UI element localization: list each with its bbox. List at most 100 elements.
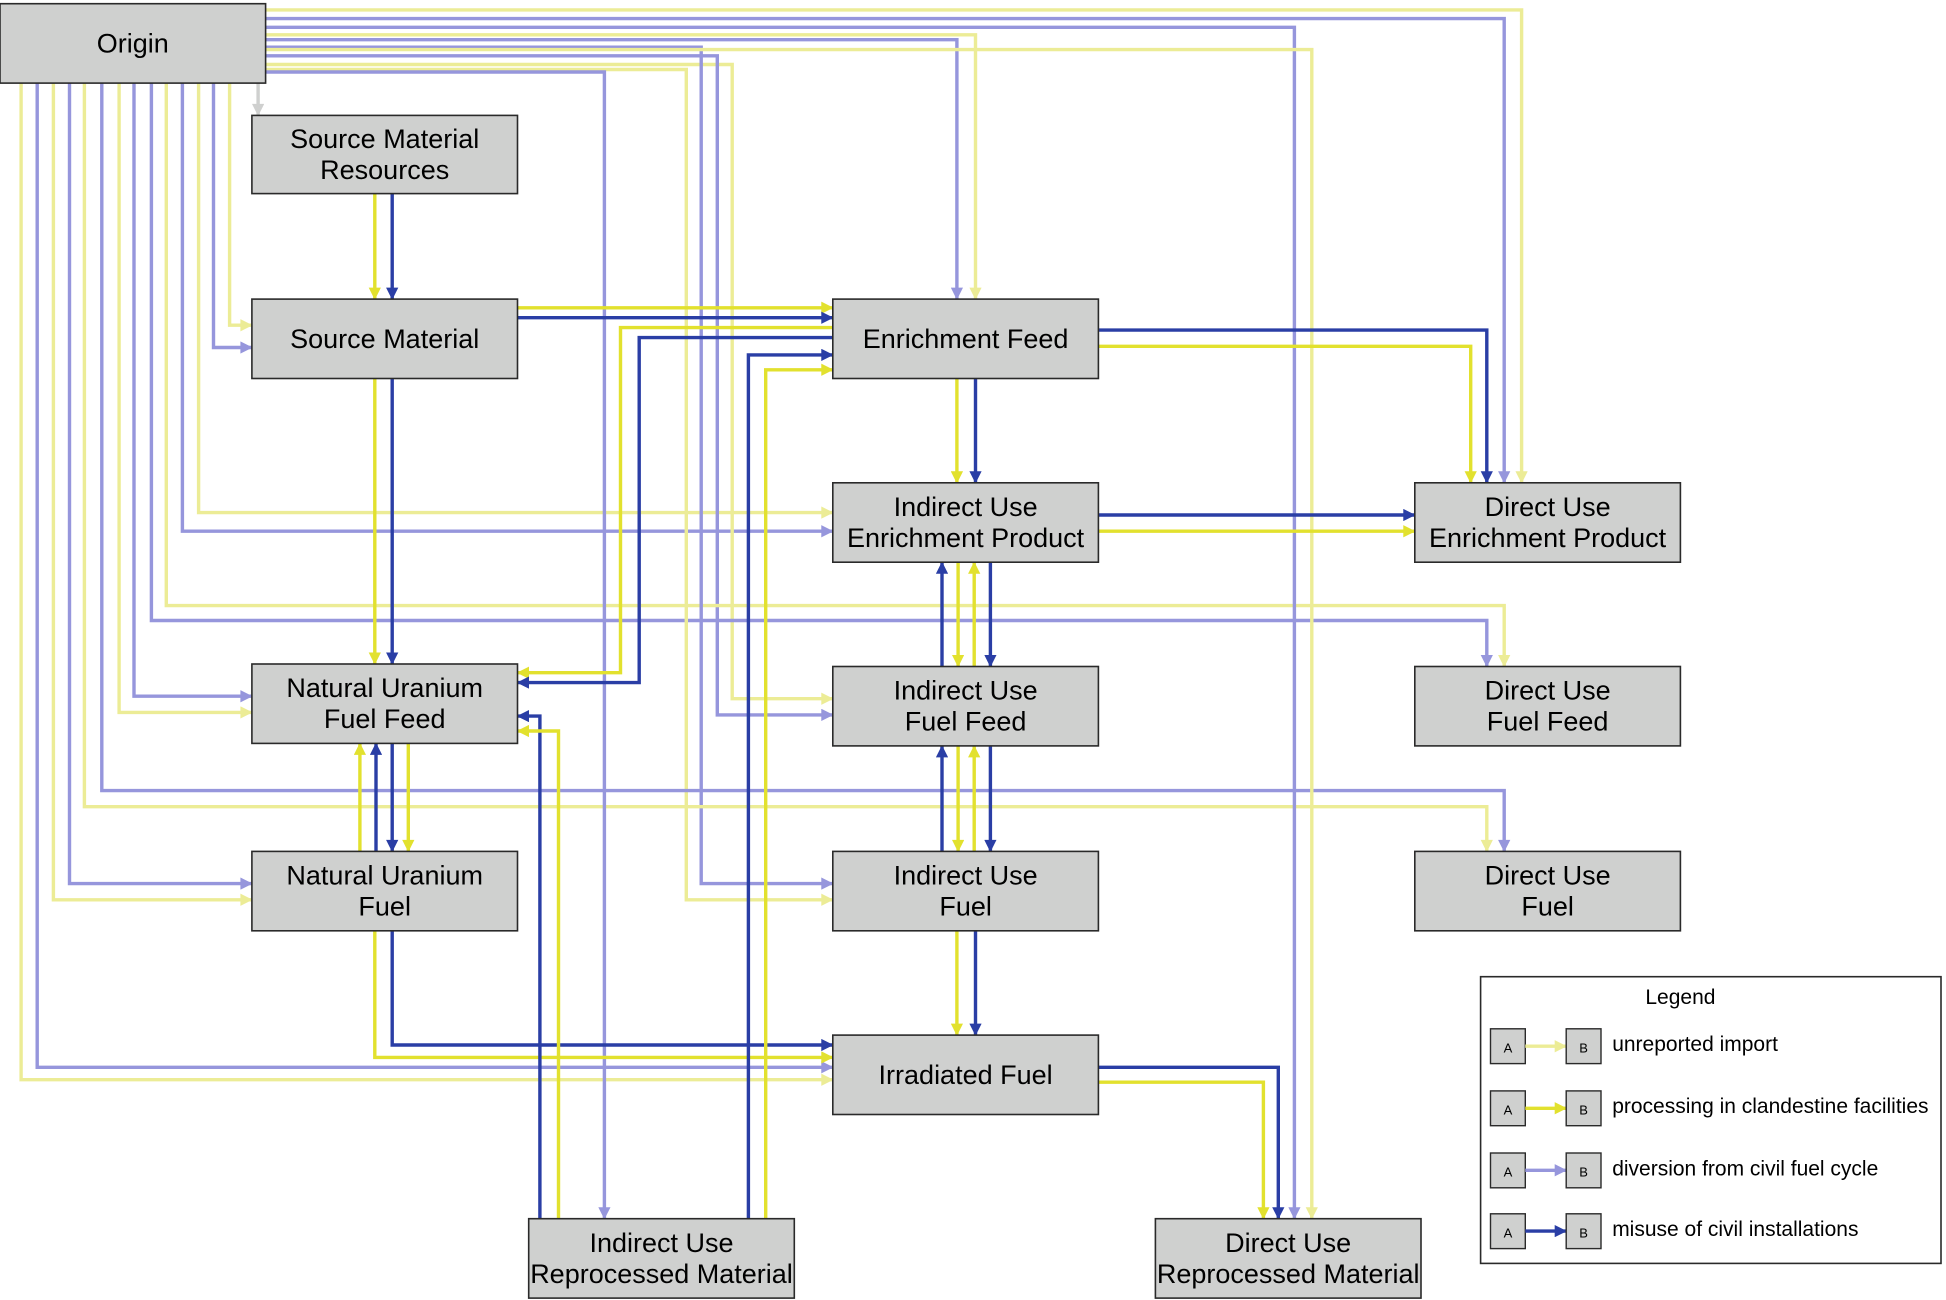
edge-ef-to-duep-civil-misuse (1098, 328, 1493, 484)
node-box (251, 298, 519, 380)
node-label: Origin (97, 28, 169, 58)
node-box (1414, 850, 1682, 932)
edge-origin-to-duff-civil-diversion (149, 83, 1493, 668)
node-label: Direct Use (1225, 1228, 1351, 1258)
node-box (1154, 1217, 1422, 1299)
legend-item-label: processing in clandestine facilities (1612, 1095, 1928, 1118)
node-label: Resources (320, 155, 449, 185)
legend-title: Legend (1645, 986, 1715, 1009)
edge-origin-to-iuep-civil-diversion (180, 83, 834, 538)
node-box (527, 1217, 796, 1299)
edge-origin-to-duf-unreported-import (82, 83, 1493, 853)
legend-box-b-label: B (1579, 1103, 1588, 1118)
node-label: Source Material (290, 324, 479, 354)
node-box (251, 663, 519, 745)
edge-origin-to-iuff-unreported-import (265, 62, 834, 705)
node-label: Irradiated Fuel (879, 1060, 1053, 1090)
node-label: Reprocessed Material (1157, 1259, 1420, 1289)
node-box (831, 1034, 1100, 1116)
node-label: Source Material (290, 124, 479, 154)
node-box (831, 850, 1100, 932)
node-label: Direct Use (1485, 861, 1611, 891)
legend-frame (1479, 975, 1942, 1265)
node-label: Indirect Use (894, 861, 1038, 891)
node-label: Enrichment Product (847, 523, 1085, 553)
edge-origin-to-ef-civil-diversion (265, 38, 964, 300)
node-ef: Enrichment Feed (831, 298, 1100, 380)
node-box (831, 481, 1100, 563)
edge-origin-to-sm-unreported-import (227, 83, 253, 332)
edge-origin-to-nuf-unreported-import (51, 83, 253, 906)
edge-nuff-to-nuf-civil-misuse (390, 930, 834, 1052)
legend-box-a-label: A (1504, 1165, 1513, 1180)
edge-origin-to-iuff-civil-diversion (265, 54, 834, 722)
edge-origin-to-nuff-civil-diversion (132, 83, 253, 703)
edge-iurm-to-ef-clandestine-processing (764, 363, 834, 1219)
legend-box-b (1565, 1213, 1602, 1250)
legend-box-b (1565, 1090, 1602, 1127)
node-label: Indirect Use (589, 1228, 733, 1258)
node-label: Reprocessed Material (530, 1259, 793, 1289)
node-box (1414, 481, 1682, 563)
node-label: Fuel Feed (1487, 707, 1609, 737)
legend-item-label: diversion from civil fuel cycle (1612, 1157, 1878, 1180)
node-box (831, 665, 1100, 747)
node-box (0, 2, 267, 84)
node-label: Indirect Use (894, 492, 1038, 522)
node-box (1414, 665, 1682, 747)
edge-origin-to-duep-civil-diversion (265, 16, 1511, 484)
legend-box-b (1565, 1028, 1602, 1065)
edge-origin-to-iurm-civil-diversion (265, 70, 611, 1220)
legend-box-b (1565, 1152, 1602, 1189)
legend-item-label: misuse of civil installations (1612, 1218, 1858, 1241)
node-label: Fuel (358, 892, 411, 922)
legend-box-b-label: B (1579, 1225, 1588, 1240)
edge-origin-to-irf-unreported-import (19, 83, 834, 1086)
edge-origin-to-ef-unreported-import (265, 33, 982, 300)
legend-box-b-label: B (1579, 1165, 1588, 1180)
legend-box-a-label: A (1504, 1225, 1513, 1240)
node-origin: Origin (0, 2, 267, 84)
node-sm: Source Material (251, 298, 519, 380)
node-label: Enrichment Feed (863, 324, 1069, 354)
legend-item-label: unreported import (1612, 1033, 1778, 1056)
node-label: Fuel (939, 892, 992, 922)
edge-ef-to-duep-clandestine-processing (1098, 344, 1477, 484)
edge-origin-to-sm-civil-diversion (211, 83, 253, 354)
node-label: Natural Uranium (286, 673, 483, 703)
edge-origin-to-duf-civil-diversion (100, 83, 1511, 853)
edge-iurm-to-ef-civil-misuse (746, 348, 834, 1219)
edge-irf-to-durm-civil-misuse (1098, 1065, 1285, 1220)
legend-box-a-label: A (1504, 1040, 1513, 1055)
edge-origin-to-durm-civil-diversion (265, 25, 1301, 1220)
node-label: Enrichment Product (1429, 523, 1667, 553)
node-label: Indirect Use (894, 676, 1038, 706)
node-label: Fuel Feed (324, 704, 446, 734)
edge-nuff-to-nuf-clandestine-processing (373, 930, 834, 1064)
edge-origin-to-nuff-unreported-import (117, 83, 253, 719)
legend-box-a (1489, 1213, 1526, 1250)
legend-box-a-label: A (1504, 1103, 1513, 1118)
legend-box-b-label: B (1579, 1040, 1588, 1055)
node-label: Fuel (1521, 892, 1574, 922)
node-label: Direct Use (1485, 676, 1611, 706)
edge-iurm-to-nuff-clandestine-processing (516, 724, 561, 1219)
edge-irf-to-durm-clandestine-processing (1098, 1080, 1270, 1220)
